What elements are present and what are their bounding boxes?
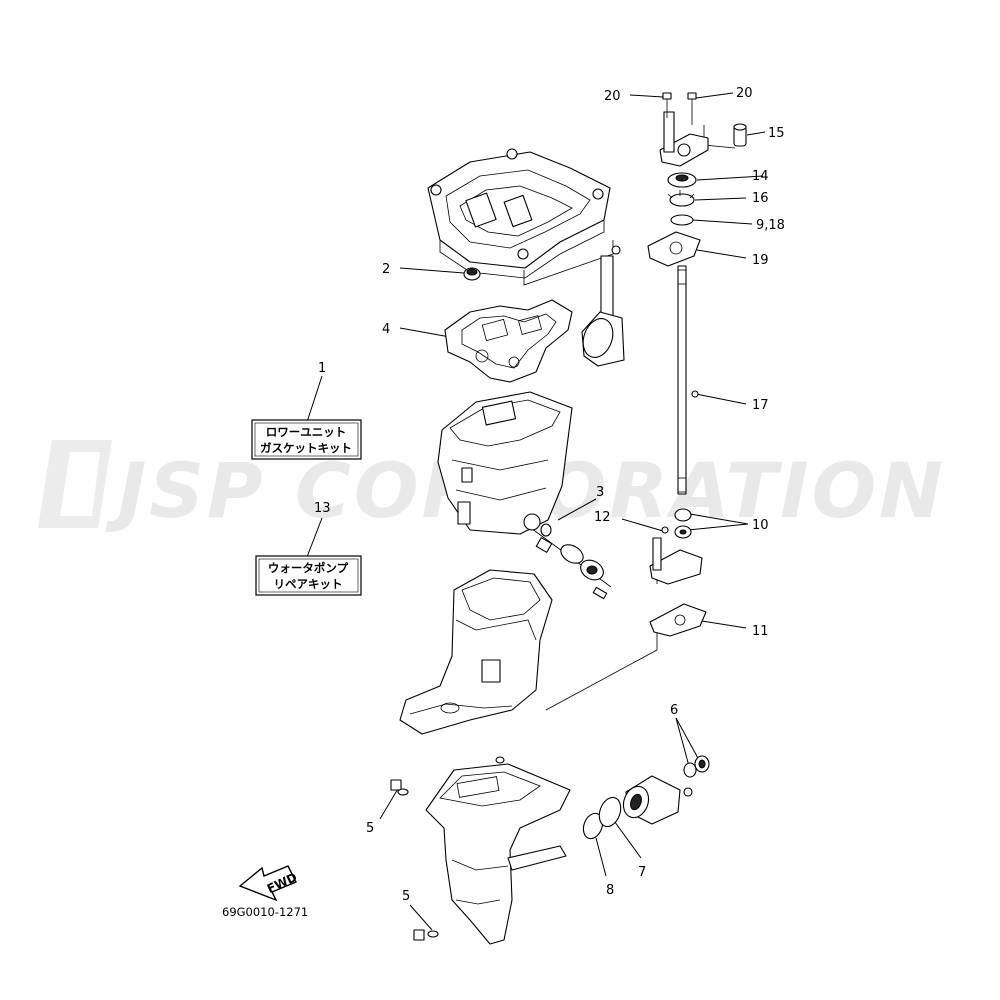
callout-16: 16 bbox=[752, 191, 769, 206]
callout-15: 15 bbox=[768, 126, 785, 141]
callouts: 20 20 15 14 16 9,18 19 2 4 17 1 13 3 12 … bbox=[314, 86, 785, 904]
kit-13-line1: ウォータポンプ bbox=[268, 561, 349, 575]
impeller-part-16 bbox=[667, 190, 695, 207]
bolt-part-5-lower bbox=[413, 929, 439, 941]
callout-19: 19 bbox=[752, 253, 769, 268]
fwd-arrow-icon: FWD bbox=[238, 865, 299, 902]
callout-17: 17 bbox=[752, 398, 769, 413]
callout-8: 8 bbox=[606, 883, 614, 898]
callout-4: 4 bbox=[382, 322, 390, 337]
callout-6: 6 bbox=[670, 703, 678, 718]
outer-plate-cartridge-part-19 bbox=[647, 231, 701, 267]
callout-13: 13 bbox=[314, 501, 331, 516]
kit-1-line1: ロワーユニット bbox=[266, 425, 347, 439]
middle-casing-illustration bbox=[437, 391, 573, 535]
callout-20-right: 20 bbox=[736, 86, 753, 101]
callout-7: 7 bbox=[638, 865, 646, 880]
oil-seal-part-6 bbox=[683, 755, 710, 778]
callout-14: 14 bbox=[752, 169, 769, 184]
callout-11: 11 bbox=[752, 624, 769, 639]
callout-3: 3 bbox=[596, 485, 604, 500]
water-pump-housing-part bbox=[659, 111, 709, 167]
callout-5-lower: 5 bbox=[402, 889, 410, 904]
diagram-code: 69G0010-1271 bbox=[222, 905, 308, 919]
grommet-part-15 bbox=[733, 123, 747, 147]
callout-10: 10 bbox=[752, 518, 769, 533]
kit-box-water-pump-repair: ウォータポンプ リペアキット bbox=[255, 555, 362, 596]
extension-casing-illustration bbox=[399, 569, 553, 735]
callout-9-18: 9,18 bbox=[756, 218, 785, 233]
insert-cartridge-part-14 bbox=[667, 172, 697, 188]
water-inlet-fittings bbox=[535, 523, 608, 600]
o-ring-part-9-18 bbox=[670, 214, 694, 226]
pump-parts-10-12 bbox=[661, 508, 692, 539]
upper-shaft-illustration bbox=[581, 245, 625, 367]
gasket-part-4 bbox=[444, 299, 573, 383]
bolt-part-20-right bbox=[687, 92, 697, 125]
pump-base-illustration bbox=[649, 537, 703, 585]
callout-2: 2 bbox=[382, 262, 390, 277]
seal-part-2 bbox=[463, 267, 481, 281]
callout-12: 12 bbox=[594, 510, 611, 525]
kit-box-lower-unit-gasket: ロワーユニット ガスケットキット bbox=[251, 419, 362, 460]
gasket-part-11 bbox=[649, 603, 707, 637]
upper-casing-illustration bbox=[427, 148, 611, 279]
callout-20-left: 20 bbox=[604, 89, 621, 104]
drive-shaft-part-17 bbox=[677, 265, 699, 495]
callout-5-upper: 5 bbox=[366, 821, 374, 836]
kit-13-line2: リペアキット bbox=[274, 577, 343, 591]
prop-shaft-housing-illustration bbox=[622, 775, 693, 825]
kit-1-line2: ガスケットキット bbox=[260, 441, 352, 455]
lower-unit-illustration bbox=[425, 756, 571, 945]
callout-1: 1 bbox=[318, 361, 326, 376]
o-ring-part-8 bbox=[582, 812, 604, 840]
o-ring-part-7 bbox=[598, 796, 622, 828]
bolt-part-20-left bbox=[662, 92, 672, 118]
bolt-part-5-upper bbox=[390, 779, 409, 796]
